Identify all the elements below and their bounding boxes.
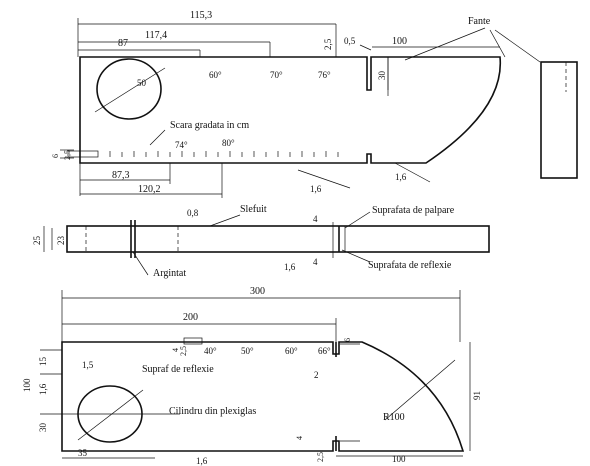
dim-0-5: 0,5 bbox=[344, 36, 356, 46]
dim-4-a: 4 bbox=[171, 348, 180, 352]
label-slefuit: Slefuit bbox=[240, 204, 267, 215]
top-block-outline bbox=[79, 56, 502, 164]
middle-view: 25 23 0,8 4 4 1,6 Slefuit Suprafata de p… bbox=[32, 204, 490, 279]
dim-15: 15 bbox=[38, 357, 48, 367]
angle-66: 66° bbox=[318, 346, 331, 356]
angle-60: 60° bbox=[209, 70, 222, 80]
angle-76: 76° bbox=[318, 70, 331, 80]
dim-4-b: 4 bbox=[295, 436, 304, 440]
dim-30-bottom: 30 bbox=[38, 423, 48, 433]
dim-4-top: 4 bbox=[313, 214, 318, 224]
dim-115-3: 115,3 bbox=[190, 10, 212, 21]
dim-2: 2 bbox=[314, 370, 319, 380]
bottom-view: 300 200 15 1,5 100 1,6 30 35 1,6 4 2,5 4… bbox=[22, 286, 482, 466]
label-cylinder: Cilindru din plexiglas bbox=[169, 406, 256, 417]
dim-120-2: 120,2 bbox=[138, 184, 161, 195]
angle-80: 80° bbox=[222, 138, 235, 148]
middle-block-outline bbox=[66, 225, 490, 253]
label-argintat: Argintat bbox=[153, 268, 186, 279]
dim-2-5-a: 2,5 bbox=[179, 346, 188, 356]
dim-200: 200 bbox=[183, 312, 198, 323]
dim-91: 91 bbox=[472, 391, 482, 400]
dim-2-5: 2,5 bbox=[323, 38, 333, 50]
dim-100: 100 bbox=[392, 36, 407, 47]
dim-25: 25 bbox=[32, 236, 42, 246]
label-supraf-de-reflexie: Supraf de reflexie bbox=[142, 364, 214, 375]
dim-300: 300 bbox=[250, 286, 265, 297]
dim-2-5-b: 2,5 bbox=[316, 452, 325, 462]
dim-2-5-pin: 2,5 bbox=[63, 150, 72, 160]
hole-dimension: 50 bbox=[137, 78, 147, 88]
dim-100-left: 100 bbox=[22, 378, 32, 392]
angle-40: 40° bbox=[204, 346, 217, 356]
dim-6-right: 6 bbox=[343, 338, 352, 342]
dim-0-8: 0,8 bbox=[187, 208, 199, 218]
dim-100-bottom: 100 bbox=[392, 454, 406, 464]
bottom-block-outline bbox=[61, 341, 465, 452]
dim-1-6-bottom: 1,6 bbox=[196, 456, 208, 466]
angle-70: 70° bbox=[270, 70, 283, 80]
slots-side-view bbox=[540, 61, 578, 179]
dim-6: 6 bbox=[51, 154, 60, 158]
dim-30: 30 bbox=[377, 71, 387, 81]
dim-87: 87 bbox=[118, 38, 128, 49]
top-hole bbox=[96, 58, 162, 120]
dim-23: 23 bbox=[56, 236, 66, 246]
dim-1-6-a: 1,6 bbox=[310, 184, 322, 194]
dim-1-6-b: 1,6 bbox=[395, 172, 407, 182]
slots-label: Fante bbox=[468, 16, 491, 27]
dim-1-6-left: 1,6 bbox=[38, 383, 48, 395]
dim-117-4: 117,4 bbox=[145, 30, 167, 41]
top-view: 115,3 117,4 87 100 0,5 2,5 30 6 2,5 87,3… bbox=[51, 10, 578, 198]
dim-4-bottom: 4 bbox=[313, 257, 318, 267]
label-probe-surface: Suprafata de palpare bbox=[372, 205, 455, 216]
label-r100: R100 bbox=[383, 412, 405, 423]
angle-50: 50° bbox=[241, 346, 254, 356]
scale-label: Scara gradata in cm bbox=[170, 120, 249, 131]
angle-74: 74° bbox=[175, 140, 188, 150]
dim-87-3: 87,3 bbox=[112, 170, 130, 181]
scale-ticks bbox=[109, 151, 339, 157]
label-reflection-surface: Suprafata de reflexie bbox=[368, 260, 452, 271]
angle-60-bottom: 60° bbox=[285, 346, 298, 356]
dim-35: 35 bbox=[78, 448, 88, 458]
dim-1-6-middle: 1,6 bbox=[284, 262, 296, 272]
dim-1-5: 1,5 bbox=[82, 360, 94, 370]
